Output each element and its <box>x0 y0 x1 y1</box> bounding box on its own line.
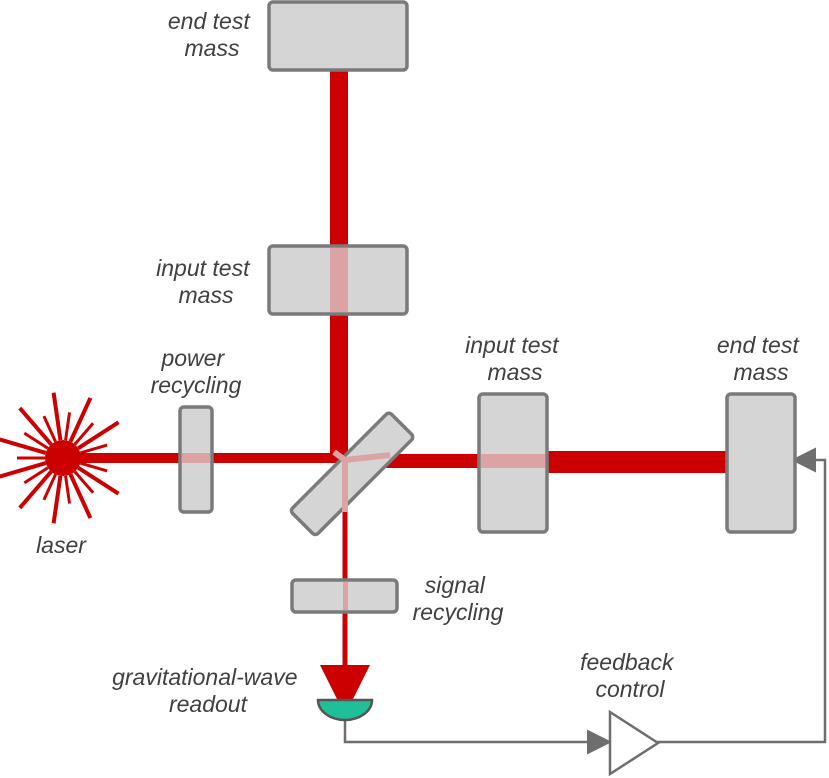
beam-inside-input-test-mass-top <box>330 248 348 312</box>
laser-ray <box>79 461 108 473</box>
label-power-recycling: power recycling <box>151 345 242 398</box>
readout-to-amplifier-wire <box>343 715 612 755</box>
amplifier-to-mass-wire <box>657 447 827 744</box>
beam-splitter <box>289 411 415 537</box>
laser-ray <box>18 406 53 446</box>
label-feedback-control: feedback control <box>580 649 680 702</box>
label-input-test-mass-top: input test mass <box>156 255 256 308</box>
label-gw-readout: gravitational-wave readout <box>112 664 304 717</box>
beam-inside-power-recycling <box>182 453 210 463</box>
laser-core <box>45 440 81 476</box>
laser-ray <box>42 415 57 443</box>
laser-ray <box>18 470 53 510</box>
laser-ray <box>64 475 72 504</box>
laser-ray <box>79 443 108 455</box>
laser-ray <box>0 461 47 479</box>
amplifier-triangle-icon <box>608 709 661 777</box>
laser-burst-icon <box>0 392 129 524</box>
laser-ray <box>23 431 49 450</box>
laser-ray <box>64 412 72 441</box>
label-end-test-mass-top: end test mass <box>168 8 256 61</box>
laser-ray <box>73 470 95 494</box>
input-test-mass-right <box>477 392 549 534</box>
laser-ray <box>73 422 95 446</box>
beam-inside-beam-splitter <box>332 449 391 512</box>
laser-ray <box>51 475 63 524</box>
label-input-test-mass-right: input test mass <box>465 332 565 385</box>
horizontal-arm-beam-far <box>545 451 727 473</box>
laser-ray <box>51 392 63 441</box>
label-laser: laser <box>36 532 87 558</box>
laser-ray <box>23 466 49 485</box>
label-signal-recycling: signal recycling <box>413 572 504 625</box>
beam-inside-input-test-mass-right <box>481 454 545 468</box>
end-test-mass-top <box>267 0 409 72</box>
laser-ray <box>0 437 47 455</box>
laser-ray <box>77 420 120 450</box>
end-test-mass-right <box>725 392 797 534</box>
signal-recycling-mirror <box>290 578 399 614</box>
power-recycling-mirror <box>178 405 214 514</box>
beam-inside-signal-recycling <box>343 582 348 610</box>
input-test-mass-top <box>267 244 409 316</box>
laser-ray <box>68 473 93 519</box>
laser-ray <box>68 397 93 443</box>
photodetector-icon <box>316 698 374 722</box>
laser-ray <box>77 466 120 496</box>
feedback-wiring <box>343 447 827 755</box>
label-end-test-mass-right: end test mass <box>717 332 805 385</box>
laser-ray <box>42 473 57 501</box>
